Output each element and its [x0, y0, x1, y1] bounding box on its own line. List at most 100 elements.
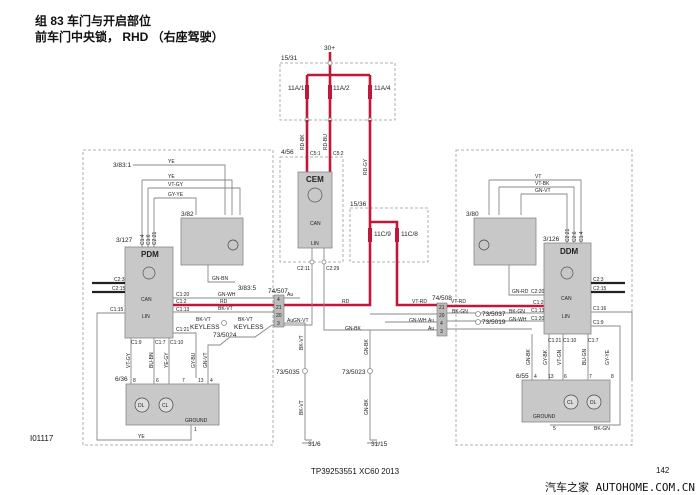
wire-label: VT-GY: [126, 352, 132, 368]
fuse-11a1: [305, 85, 309, 99]
connector-ref: 74/507: [268, 288, 288, 295]
pin-label: C1:20: [176, 292, 190, 298]
fuse-11a2: [328, 85, 332, 99]
wire-label: GN-BK: [345, 326, 362, 332]
au-label: Au: [287, 292, 293, 298]
pin-label: C1:10: [563, 338, 577, 344]
wire-label: BK-GN: [594, 426, 610, 432]
wire-label: RD-GY: [363, 158, 369, 175]
wire-label: BU-BN: [149, 352, 155, 368]
right-door-frame: [455, 149, 633, 446]
ground-label: GROUND: [185, 418, 208, 424]
power-wires: [272, 120, 372, 307]
pin-label: 13: [548, 374, 554, 380]
wire-label: GN-VT: [535, 188, 551, 194]
pin-label: C2:15: [593, 286, 607, 292]
wire-label: BK-VT: [218, 306, 233, 312]
can-bus-left: [92, 281, 125, 294]
wire-label: RD-BU: [323, 134, 329, 150]
pin-label: C1:13: [531, 308, 545, 314]
ddm-ref: 3/126: [543, 236, 560, 243]
pin-label: C2:21: [152, 231, 158, 245]
pin-label: 8: [133, 378, 136, 384]
wire-label: GN-VT: [293, 318, 309, 324]
pdm-ref: 3/127: [116, 237, 133, 244]
ddm-module[interactable]: [543, 242, 592, 335]
transistor-icon: [307, 187, 323, 203]
pin-label: 7: [182, 378, 185, 384]
connector-74-508[interactable]: [436, 302, 448, 337]
pin-label: C1:4: [579, 231, 585, 242]
pin-label: 21: [276, 305, 282, 311]
wire-label: YE: [138, 434, 145, 440]
pin-label: C1:2: [176, 299, 187, 305]
wire-label: VT-RD: [412, 299, 427, 305]
pin-label: 3: [440, 329, 443, 335]
pin-label: C1:15: [110, 307, 124, 313]
pin-label: 4: [440, 321, 443, 327]
ground-icon: [302, 439, 314, 444]
wire-label: GY-BK: [543, 349, 549, 365]
au-label: Au: [428, 326, 434, 332]
wire-label: GN-BK: [526, 349, 532, 366]
pin-label: C1:21: [548, 338, 562, 344]
pdm-module[interactable]: [124, 246, 174, 339]
lock-switch-3-80[interactable]: [473, 217, 537, 266]
pin-label: 7: [589, 374, 592, 380]
cem-bus-wires: [272, 248, 440, 331]
pin-label: C5:2: [333, 151, 344, 157]
pin-label: 4: [210, 378, 213, 384]
fuse-11a4: [368, 85, 372, 99]
wire-label: YE-GY: [164, 352, 170, 368]
ground-wire-1: [284, 297, 306, 440]
fuse-label: 11C/9: [374, 231, 391, 238]
led-icon: [478, 239, 490, 251]
motor-label: DL: [138, 403, 145, 409]
wire-label: GN-VT: [203, 352, 209, 368]
wire-label: BU-GN: [582, 349, 588, 366]
lock-switch-3-82[interactable]: [180, 217, 244, 266]
ground-label: GROUND: [533, 414, 556, 420]
ref-label: 3/83:5: [238, 285, 256, 292]
cem-module[interactable]: [297, 171, 333, 249]
ddm-label: DDM: [560, 247, 579, 256]
motor-label: CL: [162, 403, 169, 409]
wire-label: GY-YE: [168, 192, 184, 198]
ground-icon: [367, 439, 379, 444]
motor-wires-right: [447, 328, 589, 380]
ground-ref: 31/6: [308, 441, 321, 448]
pin-label: 21: [439, 305, 445, 311]
motor-label: CL: [567, 400, 574, 406]
wire-label: VT: [535, 174, 541, 180]
motor-ref: 6/36: [115, 376, 128, 383]
ref-label: 3/83:1: [113, 162, 131, 169]
pin-label: C5:1: [310, 151, 321, 157]
pin-label: C2:15: [112, 286, 126, 292]
splice-label: 73/5037: [482, 311, 506, 318]
motor-icon: [586, 394, 602, 410]
pin-label: C2:6: [572, 231, 578, 242]
switch-ref: 3/80: [466, 211, 479, 218]
left-signal-wires: [133, 164, 241, 283]
fuse-label: 11A/4: [374, 85, 391, 92]
fusebox2-label: 15/36: [350, 201, 367, 208]
splice-label: 73/5024: [213, 332, 237, 339]
wire-label: RD-BK: [300, 134, 306, 150]
lin-label: LIN: [142, 314, 150, 320]
pin-label: C1:9: [131, 340, 142, 346]
can-label: CAN: [561, 296, 572, 302]
connector-74-507[interactable]: [273, 294, 285, 328]
fuse-label: 11A/1: [288, 85, 305, 92]
pin-label: C1:21: [176, 327, 190, 333]
fusebox-label: 15/31: [281, 55, 298, 62]
pin-label: C1:20: [531, 316, 545, 322]
wire-label: GN-RD: [512, 289, 529, 295]
pin-label: C2:11: [297, 266, 310, 272]
wire-label: GY-BU: [191, 352, 197, 368]
pin-label: 4: [277, 297, 280, 303]
pin-label: C1:7: [155, 340, 166, 346]
supply-label: 30+: [324, 45, 335, 52]
transistor-icon: [560, 266, 574, 280]
wire-label: GN-WH: [409, 318, 427, 324]
